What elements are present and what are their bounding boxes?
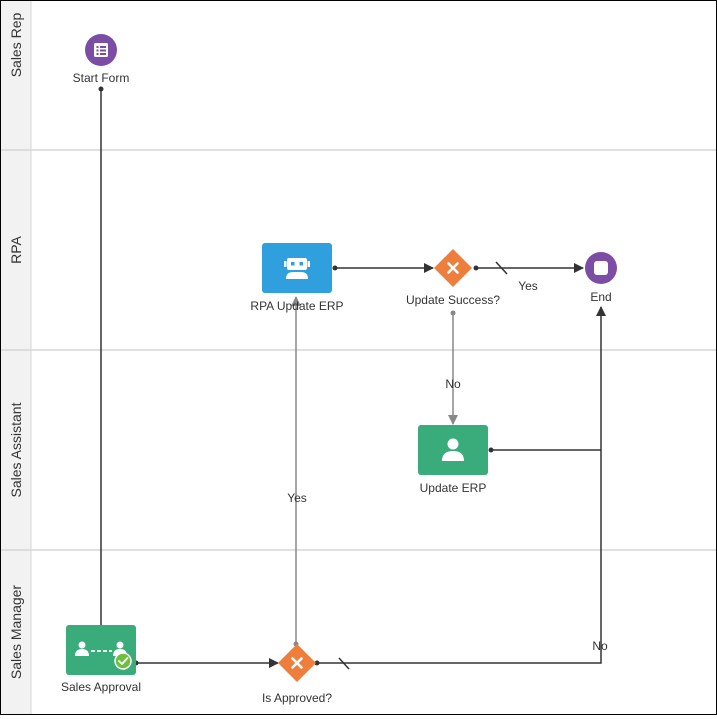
edge-success-no[interactable]: No (445, 310, 461, 425)
edge-updateerp-to-end[interactable] (488, 447, 602, 453)
is-approved-label: Is Approved? (262, 691, 332, 705)
edge-approved-no[interactable]: No (314, 306, 608, 670)
approval-icon (75, 641, 132, 670)
x-gateway-icon (291, 657, 303, 669)
edge-label-approved-yes: Yes (287, 491, 307, 505)
lane-label-sales-assistant: Sales Assistant (8, 402, 24, 497)
lane-header-column (1, 1, 31, 714)
sales-approval-node[interactable]: Sales Approval (61, 625, 141, 694)
sales-approval-label: Sales Approval (61, 680, 141, 694)
edge-label-success-yes: Yes (518, 279, 538, 293)
lane-label-rpa: RPA (8, 235, 24, 263)
robot-icon (284, 258, 310, 279)
update-erp-node[interactable]: Update ERP (418, 425, 488, 495)
edge-success-yes[interactable]: Yes (473, 261, 584, 293)
is-approved-gateway[interactable]: Is Approved? (262, 644, 332, 705)
end-node[interactable]: End (585, 252, 617, 304)
update-success-gateway[interactable]: Update Success? (406, 249, 500, 307)
rpa-update-erp-node[interactable]: RPA Update ERP (250, 243, 344, 313)
start-form-node[interactable]: Start Form (73, 34, 130, 85)
edge-start-to-approval[interactable] (98, 86, 104, 627)
lane-label-sales-manager: Sales Manager (8, 585, 24, 680)
start-form-label: Start Form (73, 71, 130, 85)
lane-label-sales-rep: Sales Rep (8, 12, 24, 77)
stop-icon (594, 261, 608, 275)
form-icon (94, 43, 108, 57)
edge-label-approved-no: No (592, 639, 608, 653)
user-icon (442, 438, 464, 461)
end-label: End (590, 290, 611, 304)
edge-approval-to-gateway[interactable] (133, 658, 279, 668)
edge-rpa-to-gateway[interactable] (332, 263, 434, 273)
rpa-update-erp-label: RPA Update ERP (250, 299, 343, 313)
update-success-label: Update Success? (406, 293, 500, 307)
x-gateway-icon (447, 262, 459, 274)
update-erp-label: Update ERP (420, 481, 487, 495)
edge-label-success-no: No (445, 377, 461, 391)
